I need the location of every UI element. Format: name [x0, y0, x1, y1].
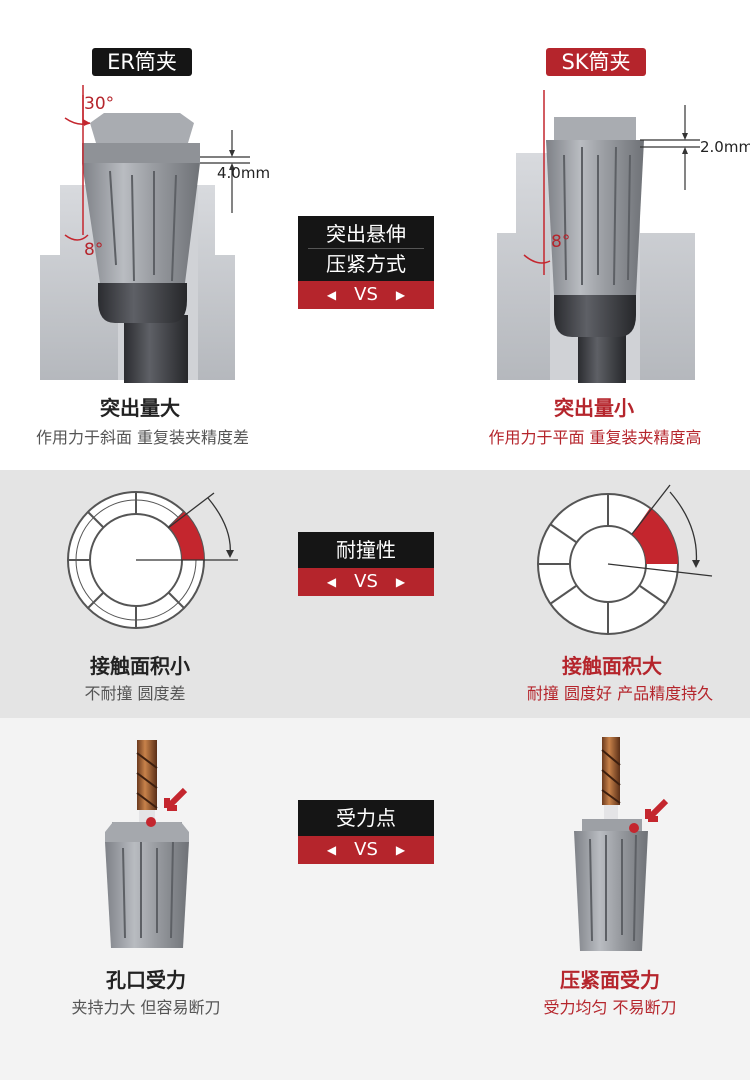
left-angle-top: 30° [84, 94, 115, 114]
left-arrow-icon: ◀ [326, 843, 337, 857]
vs-box-overhang: 突出悬伸 压紧方式 ◀ VS ▶ [298, 216, 434, 309]
sk-contact-diagram [537, 484, 713, 635]
sk-collet-tag: SK筒夹 [546, 48, 646, 76]
vs-box-impact: 耐撞性 ◀ VS ▶ [298, 532, 434, 596]
vs-title-line2: 压紧方式 [326, 252, 406, 276]
left-desc-impact: 不耐撞 圆度差 [84, 684, 186, 703]
left-desc-overhang: 作用力于斜面 重复装夹精度差 [35, 428, 250, 447]
right-heading-impact: 接触面积大 [562, 654, 662, 678]
left-dimension: 4.0mm [217, 164, 271, 182]
vs-title-force: 受力点 [336, 806, 396, 830]
right-angle: 8° [551, 232, 571, 252]
right-arrow-icon: ▶ [395, 575, 406, 589]
sk-collet-illustration [497, 90, 700, 383]
left-heading-impact: 接触面积小 [90, 654, 190, 678]
vs-separator [308, 248, 424, 249]
vs-box-force: 受力点 ◀ VS ▶ [298, 800, 434, 864]
left-arrow-icon: ◀ [326, 575, 337, 589]
right-heading-overhang: 突出量小 [554, 396, 634, 420]
left-heading-overhang: 突出量大 [100, 396, 180, 420]
vs-label: VS [354, 284, 378, 305]
sk-force-illustration [574, 737, 669, 951]
vs-label: VS [354, 839, 378, 860]
left-angle-bottom: 8° [84, 240, 104, 260]
right-desc-force: 受力均匀 不易断刀 [543, 998, 677, 1017]
er-collet-tag: ER筒夹 [92, 48, 192, 76]
vs-label: VS [354, 571, 378, 592]
vs-title-impact: 耐撞性 [336, 538, 396, 562]
er-collet-illustration [40, 85, 250, 383]
vs-title-line1: 突出悬伸 [326, 222, 406, 246]
er-contact-diagram [67, 491, 238, 629]
er-force-illustration [105, 740, 189, 948]
left-desc-force: 夹持力大 但容易断刀 [71, 998, 221, 1017]
left-heading-force: 孔口受力 [106, 968, 186, 992]
right-heading-force: 压紧面受力 [560, 968, 660, 992]
left-arrow-icon: ◀ [326, 288, 337, 302]
right-desc-impact: 耐撞 圆度好 产品精度持久 [526, 684, 714, 703]
right-arrow-icon: ▶ [395, 843, 406, 857]
right-dimension: 2.0mm [700, 138, 750, 156]
right-desc-overhang: 作用力于平面 重复装夹精度高 [488, 428, 702, 447]
right-arrow-icon: ▶ [395, 288, 406, 302]
